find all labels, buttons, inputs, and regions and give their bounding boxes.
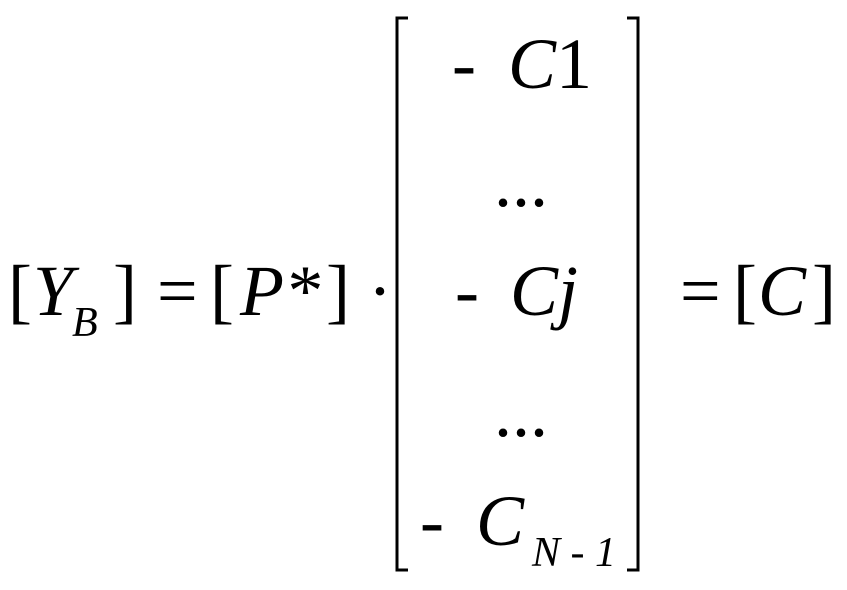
rhs-close-bracket: ]: [812, 251, 836, 331]
vector-right-bracket: [627, 16, 640, 572]
row4-ellipsis: ...: [494, 372, 548, 452]
row5-subscript-n-minus-1: N - 1: [532, 530, 616, 576]
rhs-open-bracket: [: [733, 251, 757, 331]
equals-sign-2: =: [680, 251, 721, 331]
multiplication-dot: ·: [368, 251, 392, 331]
row2-ellipsis: ...: [494, 142, 548, 222]
rhs-variable-c: C: [758, 251, 807, 331]
lhs-open-bracket: [: [8, 251, 32, 331]
lhs-subscript-b: B: [72, 300, 98, 346]
p-open-bracket: [: [210, 251, 234, 331]
row1-index: 1: [556, 24, 592, 104]
equals-sign-1: =: [157, 251, 198, 331]
row3-minus: -: [455, 251, 479, 331]
lhs-close-bracket: ]: [113, 251, 137, 331]
row1-minus: -: [452, 24, 476, 104]
lhs-variable-y: Y: [33, 251, 74, 331]
row5-minus: -: [420, 481, 444, 561]
vector-left-bracket: [395, 16, 408, 572]
p-close-bracket: ]: [326, 251, 350, 331]
p-star-variable: P*: [240, 251, 320, 331]
row1-variable-c: C: [508, 24, 557, 104]
row3-variable-cj: Cj: [510, 251, 579, 331]
row5-variable-c: C: [476, 481, 525, 561]
